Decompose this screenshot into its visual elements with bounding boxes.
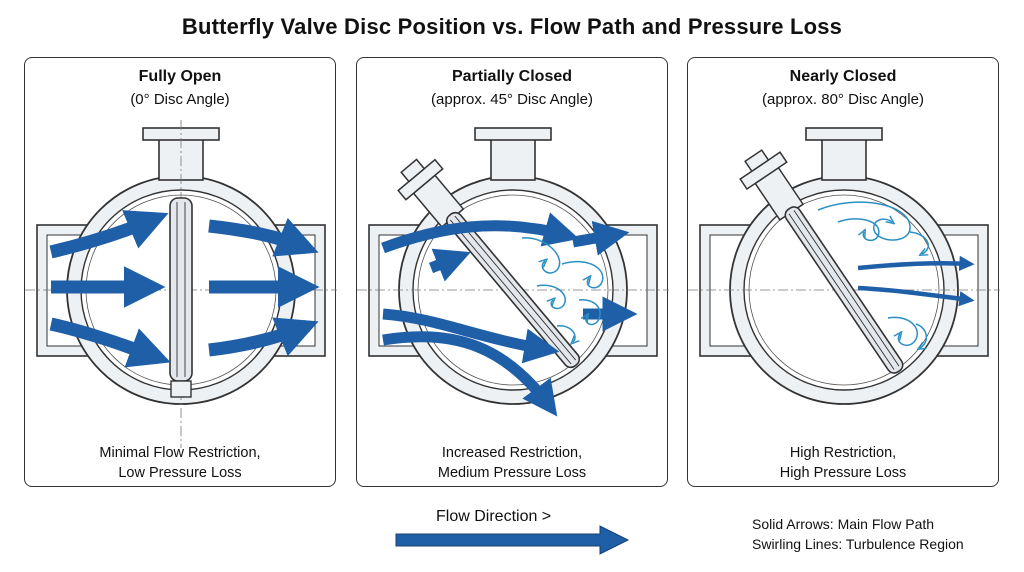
legend-solid-arrows: Solid Arrows: Main Flow Path [752, 516, 935, 532]
disc [169, 197, 193, 382]
panel-nearly-closed: Nearly Closed (approx. 80° Disc Angle) [687, 57, 1000, 487]
valve-flange [805, 127, 883, 141]
flow-arrows [49, 210, 320, 368]
valve-open-illustration [25, 120, 337, 448]
panel-fully-open: Fully Open (0° Disc Angle) [24, 57, 337, 487]
valve-flange [474, 127, 552, 141]
flow-direction-arrow-icon [395, 525, 630, 555]
caption-line-1: High Restriction, [789, 445, 897, 461]
flow-direction-label: Flow Direction > [436, 508, 552, 525]
diagram-title: Butterfly Valve Disc Position vs. Flow P… [181, 14, 843, 39]
caption-line-1: Minimal Flow Restriction, [99, 445, 261, 461]
legend-swirling-lines: Swirling Lines: Turbulence Region [752, 536, 964, 552]
caption-line-2: Low Pressure Loss [118, 465, 242, 481]
valve-neck [821, 137, 867, 181]
caption-line-1: Increased Restriction, [441, 445, 583, 461]
flow-arrows [857, 255, 975, 307]
disc [784, 206, 904, 374]
panel-partially-closed: Partially Closed (approx. 45° Disc Angle… [356, 57, 669, 487]
panel-title: Nearly Closed [789, 68, 897, 85]
valve-partial-illustration [357, 127, 669, 417]
panel-subtitle: (approx. 80° Disc Angle) [762, 91, 924, 108]
valve-neck [490, 137, 536, 181]
flow-arrows [381, 212, 638, 417]
panel-subtitle: (0° Disc Angle) [130, 91, 230, 108]
bottom-stem [170, 380, 192, 398]
panel-caption: Minimal Flow Restriction, Low Pressure L… [25, 443, 335, 483]
turbulence-swirls [817, 201, 929, 348]
caption-line-2: Medium Pressure Loss [437, 465, 587, 481]
panel-caption: Increased Restriction, Medium Pressure L… [357, 443, 667, 483]
panel-caption: High Restriction, High Pressure Loss [688, 443, 998, 483]
legend: Solid Arrows: Main Flow Path Swirling Li… [752, 514, 964, 554]
caption-line-2: High Pressure Loss [779, 465, 907, 481]
panel-title: Partially Closed [451, 68, 573, 85]
turbulence-swirls [521, 237, 604, 342]
panel-title: Fully Open [138, 68, 222, 85]
valve-nearly-closed-illustration [688, 127, 1000, 405]
panel-subtitle: (approx. 45° Disc Angle) [431, 91, 593, 108]
